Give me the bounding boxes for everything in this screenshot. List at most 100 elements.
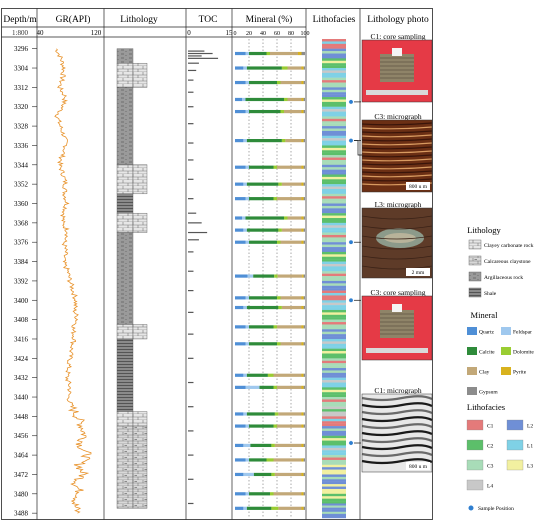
facies-band xyxy=(322,397,346,400)
micro-lamina xyxy=(361,423,433,430)
mineral-bar-gypsum xyxy=(303,325,305,329)
mineral-bar-gypsum xyxy=(303,458,305,462)
mineral-bar-dolomite xyxy=(278,305,282,310)
facies-band xyxy=(322,123,346,127)
legend-mineral-label: Feldspar xyxy=(513,330,532,336)
mineral-bar-gypsum xyxy=(303,296,305,300)
facies-band xyxy=(322,513,346,517)
facies-band xyxy=(322,232,346,236)
mineral-bar-pyrite xyxy=(301,216,304,220)
mineral-bar-calcite xyxy=(249,51,267,56)
depth-tick-label: 3408 xyxy=(14,316,29,324)
micro-lamina xyxy=(361,409,433,416)
scale-bar-box xyxy=(406,462,430,470)
scale-label: 1:800 xyxy=(12,29,28,37)
legend-mineral-label: Gypsum xyxy=(479,390,498,396)
lithology-unit xyxy=(116,425,134,509)
mineral-bar-gypsum xyxy=(303,228,305,232)
mineral-bar-pyrite xyxy=(301,139,304,143)
mineral-bar-pyrite xyxy=(301,296,304,300)
mineral-bar-quartz xyxy=(235,165,246,169)
facies-band xyxy=(322,239,346,243)
facies-band xyxy=(322,271,346,274)
facies-band xyxy=(322,457,346,461)
facies-band xyxy=(322,113,346,117)
mineral-bar-dolomite xyxy=(273,197,277,201)
mineral-bar-clay xyxy=(277,385,302,389)
mineral-bar-pyrite xyxy=(301,424,304,428)
mineral-grid xyxy=(248,39,292,518)
legend-mineral-label: Pyrite xyxy=(513,370,527,376)
toc-bar xyxy=(188,231,208,234)
micro-lamina xyxy=(361,146,433,150)
mineral-bar-pyrite xyxy=(301,373,304,377)
legend-lithology-label: Clayey carbonate rock xyxy=(484,243,534,249)
facies-band xyxy=(322,126,346,129)
facies-band xyxy=(322,147,346,151)
facies-band xyxy=(322,244,346,248)
lithology-unit xyxy=(116,212,134,233)
sample-position-marker xyxy=(348,138,354,144)
micro-lamina xyxy=(361,174,433,178)
facies-band xyxy=(322,157,346,161)
facies-band xyxy=(322,421,346,424)
header-gr: GR(API) xyxy=(56,14,91,25)
mineral-bar-calcite xyxy=(249,492,270,496)
facies-band xyxy=(322,295,346,299)
legend-swatch-quartz xyxy=(467,327,477,335)
scale-bar-box xyxy=(406,182,430,190)
scale-bar-label: 800 u m xyxy=(409,184,428,190)
facies-band xyxy=(322,433,346,436)
mineral-bar-quartz xyxy=(235,228,244,232)
facies-band xyxy=(322,150,346,153)
micro-lamina xyxy=(361,416,433,423)
depth-tick-label: 3344 xyxy=(14,161,29,169)
legend-swatch-brick-light xyxy=(468,239,482,250)
mineral-bar-clay xyxy=(274,443,302,448)
mineral-bar-calcite xyxy=(249,424,274,428)
lithology-unit-wide xyxy=(132,212,148,233)
mineral-bar-dolomite xyxy=(271,443,275,448)
toc-bar xyxy=(188,142,194,144)
facies-band xyxy=(322,322,346,325)
mineral-bar-dolomite xyxy=(281,66,288,70)
facies-band xyxy=(322,336,346,340)
depth-tick-label: 3336 xyxy=(14,142,29,150)
legend-swatch-dash xyxy=(468,271,482,282)
facies-band xyxy=(322,365,346,369)
photo-label: C1: core sampling xyxy=(371,32,426,41)
facies-band xyxy=(322,162,346,165)
toc-bar xyxy=(188,91,194,93)
scale-bar-label: 800 u m xyxy=(409,464,428,470)
mineral-bar-calcite xyxy=(259,385,274,389)
facies-band xyxy=(322,55,346,59)
mineral-bar-quartz xyxy=(235,240,246,244)
depth-tick-label: 3472 xyxy=(14,471,29,479)
toc-bar xyxy=(188,212,197,214)
mineral-bar-gypsum xyxy=(303,305,305,310)
photo-frame xyxy=(361,295,433,361)
facies-band xyxy=(322,41,346,45)
mineral-bar-feldspar xyxy=(243,228,247,232)
facies-band xyxy=(322,43,346,47)
micro-lamina xyxy=(361,225,433,230)
micro-lamina xyxy=(361,178,433,182)
mineral-bar-pyrite xyxy=(302,274,304,278)
facies-band xyxy=(322,394,346,398)
facies-band xyxy=(322,360,346,364)
mineral-bar-quartz xyxy=(235,472,244,477)
mineral-bar-feldspar xyxy=(243,506,247,510)
facies-band xyxy=(322,469,346,473)
legend-swatch-brick-dash xyxy=(468,255,482,266)
mineral-bar-clay xyxy=(287,66,302,70)
mineral-bar-gypsum xyxy=(303,424,305,428)
mineral-bar-pyrite xyxy=(301,197,304,201)
mineral-bar-feldspar xyxy=(245,325,249,329)
facies-band xyxy=(322,242,346,245)
mineral-bar-calcite xyxy=(246,412,275,416)
mineral-bar-calcite xyxy=(249,240,277,244)
toc-bar xyxy=(188,106,194,108)
legend-swatch-pyrite xyxy=(501,367,511,375)
mineral-bar-calcite xyxy=(246,182,279,186)
depth-tick-label: 3488 xyxy=(14,510,29,518)
